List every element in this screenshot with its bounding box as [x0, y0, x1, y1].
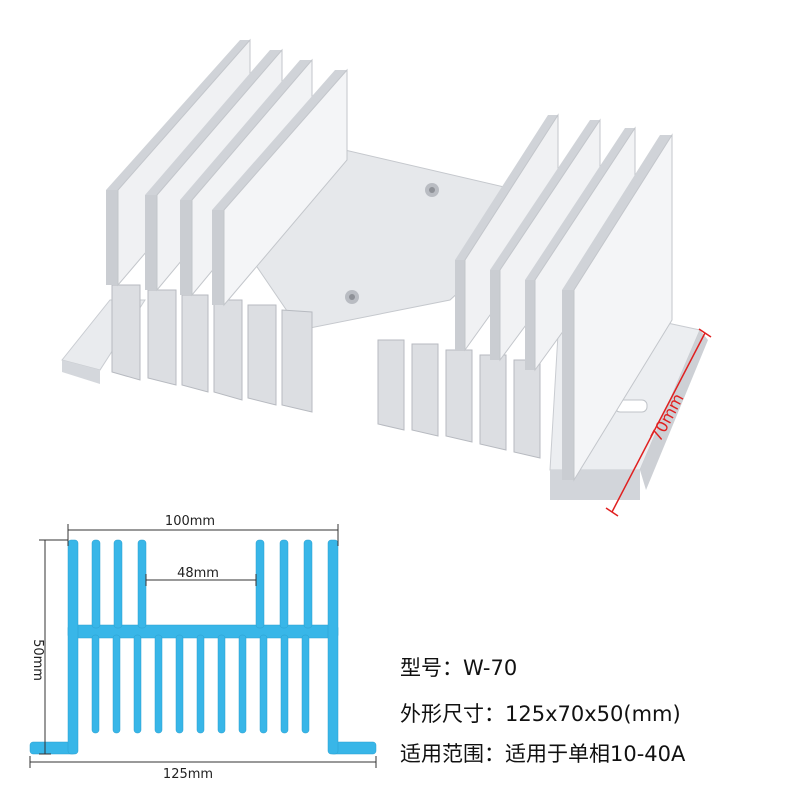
dimension-spec: 外形尺寸：125x70x50(mm) — [400, 702, 681, 726]
left-fins — [106, 38, 348, 307]
height-label: 50mm — [30, 639, 45, 681]
heatsink-photo: 70mm — [61, 38, 712, 517]
model-spec: 型号：W-70 — [400, 656, 518, 680]
usage-spec: 适用范围：适用于单相10-40A — [400, 742, 686, 766]
lower-fins — [111, 284, 541, 459]
right-fins — [455, 113, 673, 482]
profile-shape — [29, 539, 377, 755]
profile-drawing: 100mm 48mm 50mm 125mm — [29, 514, 377, 782]
base-width-label: 125mm — [163, 767, 213, 782]
depth-dimension — [605, 328, 712, 517]
gap-label: 48mm — [177, 566, 219, 581]
dimension-lines — [29, 524, 377, 768]
top-width-label: 100mm — [165, 514, 215, 529]
